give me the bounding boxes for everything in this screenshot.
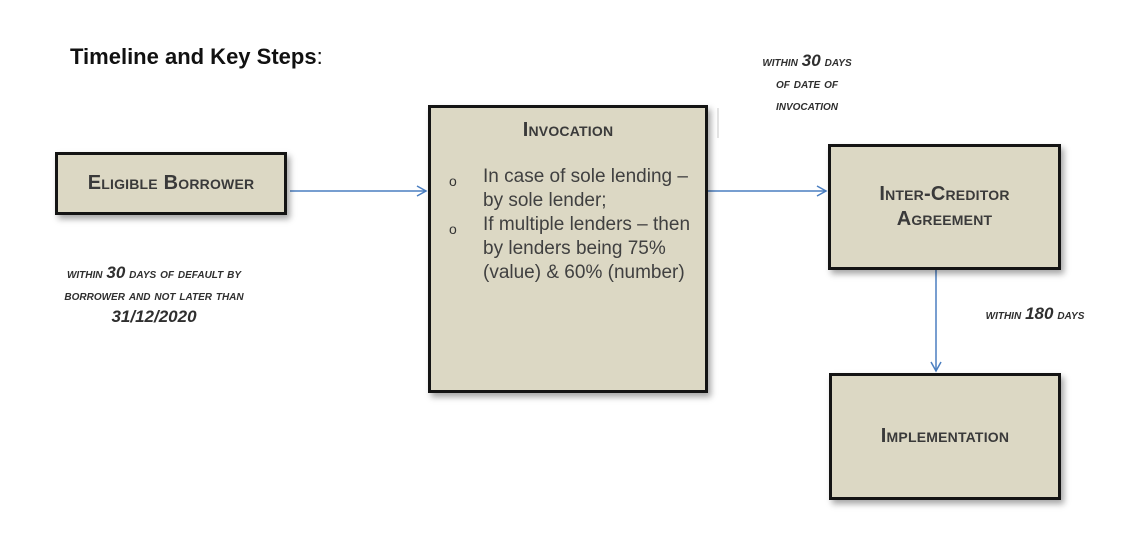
invocation-bullet-item: o In case of sole lending – by sole lend… xyxy=(431,165,705,213)
bullet-circle-icon: o xyxy=(449,221,457,237)
invocation-box: Invocation o In case of sole lending – b… xyxy=(428,105,708,393)
implementation-timeline-note: within 180 days xyxy=(985,304,1085,323)
invocation-bullet-list: o In case of sole lending – by sole lend… xyxy=(431,165,705,285)
implementation-box: Implementation xyxy=(829,373,1061,500)
invocation-title: Invocation xyxy=(522,119,614,141)
invocation-bullet-text: If multiple lenders – then by lenders be… xyxy=(483,214,691,283)
eligible-borrower-label: Eligible Borrower xyxy=(87,172,255,194)
invocation-bullet-item: o If multiple lenders – then by lenders … xyxy=(431,213,705,285)
inter-creditor-agreement-box: Inter-Creditor Agreement xyxy=(828,144,1061,270)
default-timeline-note: within 30 days of default by borrower an… xyxy=(64,263,244,326)
implementation-label: Implementation xyxy=(880,425,1010,447)
inter-creditor-agreement-label: Inter-Creditor Agreement xyxy=(879,183,1010,230)
invocation-timeline-note: within 30 days of date of invocation xyxy=(762,51,852,113)
invocation-bullet-text: In case of sole lending – by sole lender… xyxy=(483,166,688,211)
bullet-circle-icon: o xyxy=(449,173,457,189)
eligible-borrower-box: Eligible Borrower xyxy=(55,152,287,215)
page-title: Timeline and Key Steps: xyxy=(70,44,323,69)
